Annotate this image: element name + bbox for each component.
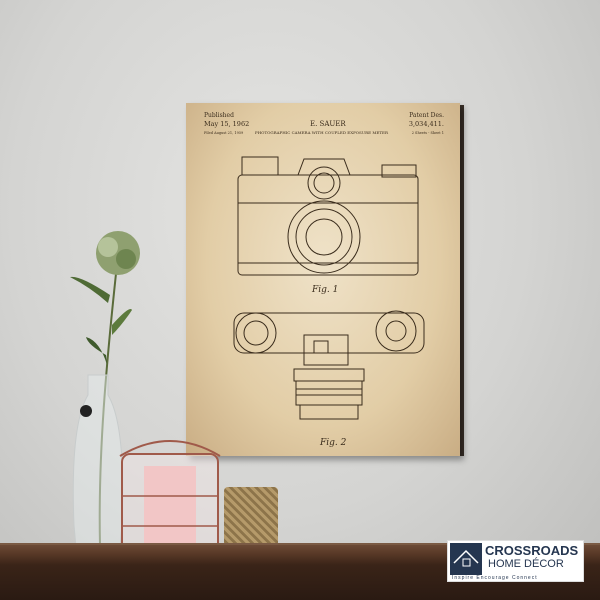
logo-line1: CROSSROADS <box>485 543 579 558</box>
plant-in-vase <box>70 231 140 548</box>
canvas-edge <box>460 105 464 456</box>
patent-canvas-print: Published May 15, 1962 E. SAUER Patent D… <box>186 103 460 456</box>
sheet-count: 2 Sheets - Sheet 1 <box>411 131 444 135</box>
patent-title: PHOTOGRAPHIC CAMERA WITH COUPLED EXPOSUR… <box>255 130 388 135</box>
fig2-label: Fig. 2 <box>319 438 347 448</box>
logo-line2: HOME DÉCOR <box>488 558 564 570</box>
published-label: Published <box>204 112 234 119</box>
camera-top-view <box>233 310 425 420</box>
fig1-label: Fig. 1 <box>311 285 338 295</box>
inventor: E. SAUER <box>310 120 346 128</box>
camera-drawings: Fig. 1 Fig. 2 <box>233 156 425 448</box>
house-icon <box>450 543 482 575</box>
logo-tagline: Inspire Encourage Connect <box>452 575 538 581</box>
patent-label: Patent Des. <box>409 112 444 119</box>
camera-front-view <box>237 156 419 276</box>
pink-candle-lantern <box>119 440 221 555</box>
crossroads-logo: CROSSROADS HOME DÉCOR Inspire Encourage … <box>447 540 584 582</box>
filed-date: Filed August 21, 1959 <box>204 131 244 135</box>
publish-date: May 15, 1962 <box>204 120 250 128</box>
patent-number: 3,034,411. <box>408 120 444 128</box>
